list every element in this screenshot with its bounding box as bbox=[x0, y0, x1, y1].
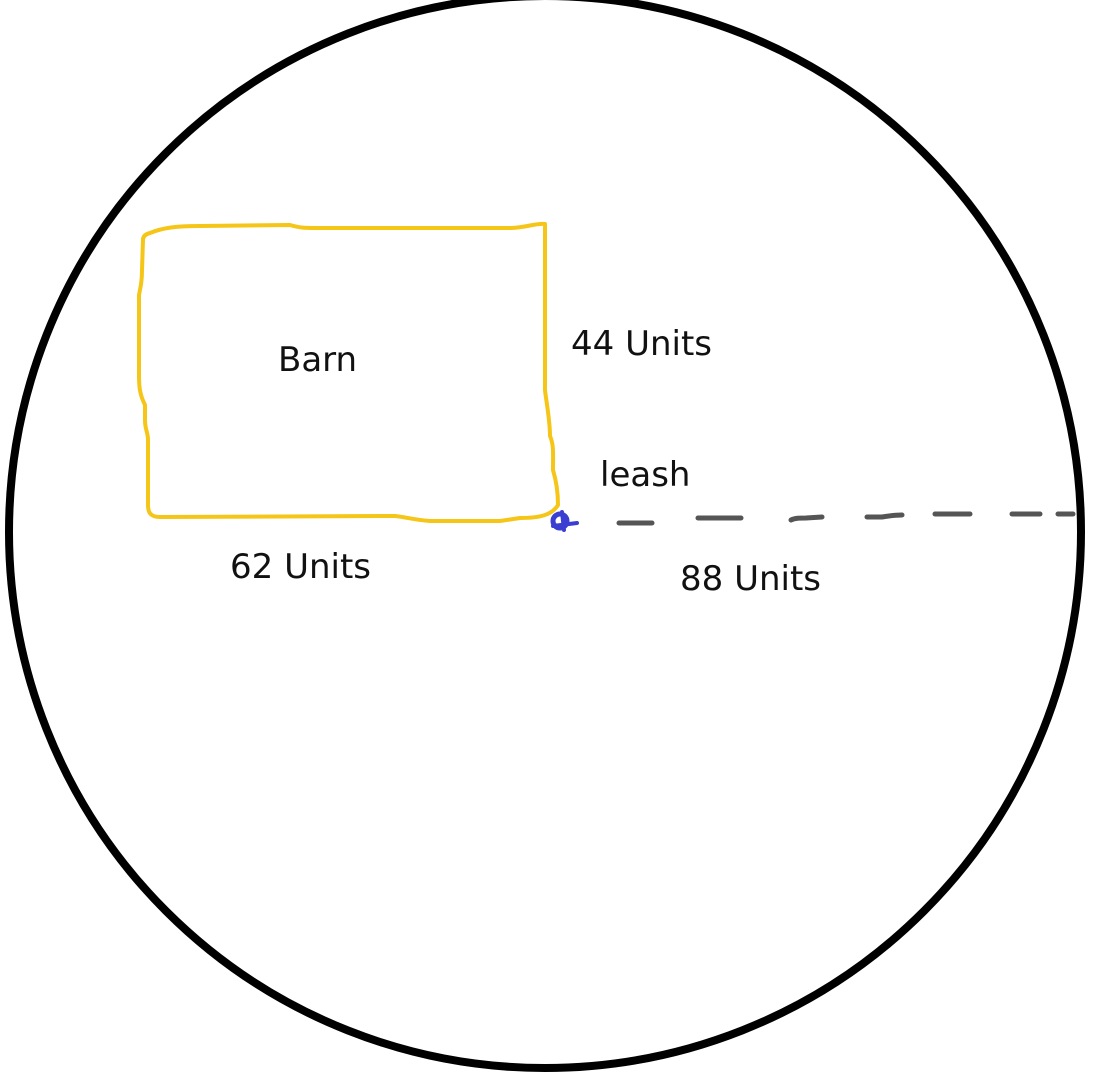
barn-height-label: 44 Units bbox=[571, 324, 712, 364]
leash-reach-circle bbox=[5, 0, 1085, 1072]
leash-anchor-point bbox=[550, 510, 579, 532]
leash-length-label: 88 Units bbox=[680, 559, 821, 599]
barn-label: Barn bbox=[278, 340, 357, 380]
barn-width-label: 62 Units bbox=[230, 547, 371, 587]
barn-outline bbox=[137, 221, 560, 523]
leash-label: leash bbox=[600, 455, 690, 495]
leash-line bbox=[616, 511, 1076, 526]
